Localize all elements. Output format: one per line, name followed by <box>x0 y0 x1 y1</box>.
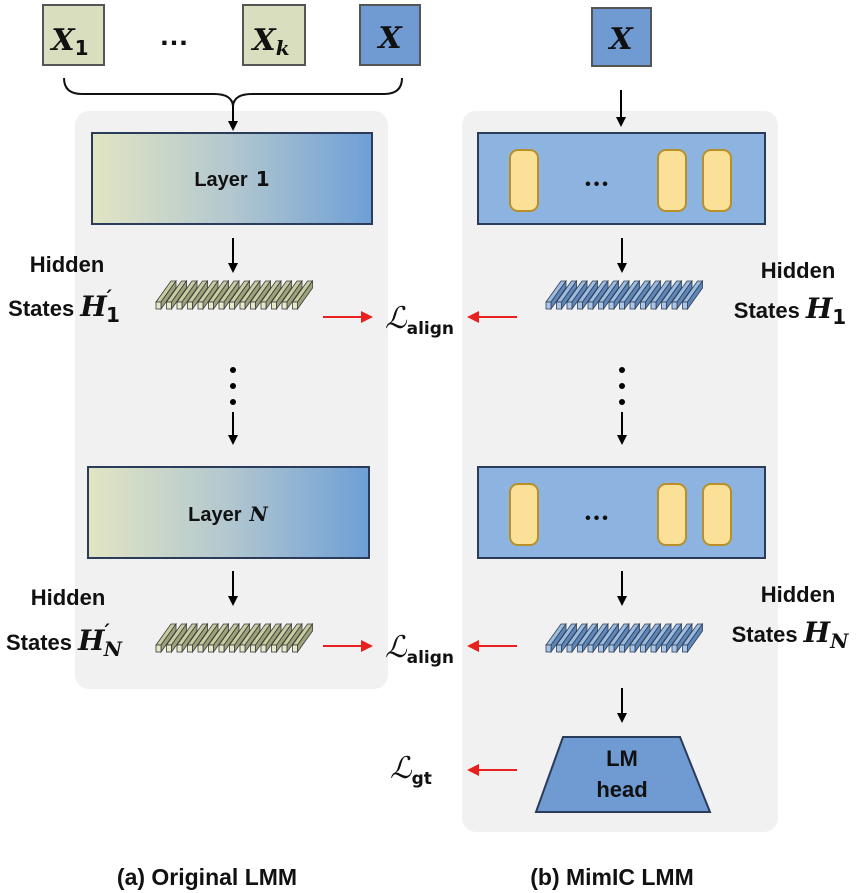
right-hidden-top-line1: Hidden <box>761 258 836 283</box>
mimic-block-N-dots: ••• <box>585 510 611 527</box>
loss-align-bottom-symbol: ℒ <box>385 630 408 665</box>
svg-text:Xk: Xk <box>250 23 289 60</box>
input-x-label: X <box>376 21 403 56</box>
layer1-label: Layer <box>194 169 248 191</box>
mimic-slot <box>509 149 539 212</box>
right-hidden-bot-subscript: N <box>829 629 849 653</box>
lm-head-line2: head <box>596 777 647 802</box>
left-hidden-top-line2: States <box>8 296 74 321</box>
input-brace <box>63 77 403 107</box>
right-input-x-box: X <box>591 7 652 67</box>
right-hidden-top-subscript: 1 <box>832 305 846 329</box>
left-hidden-bot-symbol: H <box>77 624 106 657</box>
input-xk-box: Xk <box>242 4 306 66</box>
svg-text:ℒalign: ℒalign <box>385 301 454 339</box>
input-xk-label: X <box>250 23 277 58</box>
left-hidden-bot-prime: ′ <box>104 619 110 643</box>
right-hidden-top-symbol: H <box>805 292 834 325</box>
left-hidden-states-1 <box>156 281 313 309</box>
left-hidden-top-line1: Hidden <box>30 252 105 277</box>
lm-head-line1: LM <box>606 746 638 771</box>
lm-head-block: LM head <box>534 736 712 813</box>
mimic-slot <box>702 149 732 212</box>
layer1-block: Layer 1 <box>91 132 373 225</box>
right-hidden-bot-line2: States <box>732 622 798 647</box>
left-hidden-top-subscript: 1 <box>106 303 120 327</box>
loss-align-top-symbol: ℒ <box>385 301 408 336</box>
loss-align-top-subscript: align <box>407 319 454 339</box>
input-x1-label: X <box>49 23 76 58</box>
loss-align-bottom-subscript: align <box>407 648 454 668</box>
layerN-label: Layer <box>188 504 242 526</box>
input-ellipsis: … <box>159 19 189 52</box>
right-vertical-dots <box>619 367 625 405</box>
right-input-x-label: X <box>607 22 634 57</box>
caption-original-lmm: (a) Original LMM <box>117 864 297 890</box>
layer1-number: 1 <box>256 167 270 191</box>
loss-gt-subscript: gt <box>412 769 432 789</box>
svg-text:ℒgt: ℒgt <box>390 751 432 789</box>
layerN-number: N <box>249 502 269 526</box>
left-hidden-states-N <box>156 624 313 652</box>
input-x-box: X <box>359 4 421 66</box>
left-hidden-top-prime: ′ <box>107 285 113 309</box>
left-hidden-bot-subscript: N <box>103 637 123 661</box>
mimic-slot <box>509 483 539 546</box>
mimic-slot <box>702 483 732 546</box>
right-hidden-bot-line1: Hidden <box>761 582 836 607</box>
mimic-slot <box>657 149 687 212</box>
mimic-block-1: ••• <box>477 132 766 225</box>
left-hidden-bot-line1: Hidden <box>31 585 106 610</box>
mimic-block-N: ••• <box>477 466 766 559</box>
loss-gt-symbol: ℒ <box>390 751 413 786</box>
right-hidden-states-1 <box>546 281 703 309</box>
input-x1-subscript: 1 <box>75 36 89 60</box>
left-hidden-top-symbol: H <box>79 290 108 323</box>
right-hidden-bot-symbol: H <box>803 616 832 649</box>
input-xk-subscript: k <box>276 36 290 60</box>
layerN-block: Layer N <box>87 466 370 559</box>
right-hidden-top-line2: States <box>734 298 800 323</box>
mimic-slot <box>657 483 687 546</box>
caption-mimic-lmm: (b) MimIC LMM <box>530 864 694 890</box>
left-hidden-bot-line2: States <box>6 630 72 655</box>
svg-text:ℒalign: ℒalign <box>385 630 454 668</box>
mimic-block-1-dots: ••• <box>585 176 611 193</box>
svg-text:X1: X1 <box>49 23 88 60</box>
left-vertical-dots <box>230 367 236 405</box>
input-x1-box: X1 <box>42 4 105 66</box>
right-hidden-states-N <box>546 624 703 652</box>
